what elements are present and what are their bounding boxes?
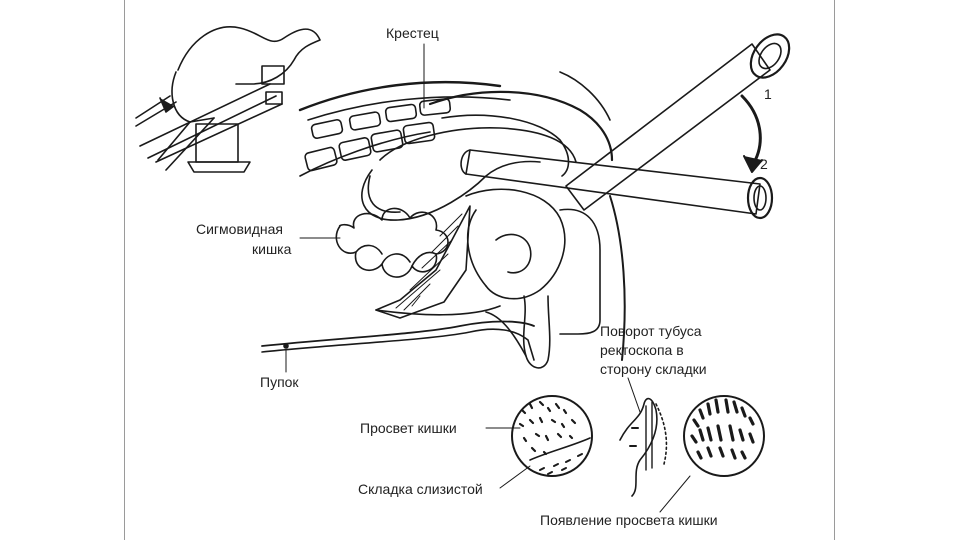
navel-marker [284, 344, 288, 348]
label-rotate-line3: сторону складки [600, 361, 707, 378]
label-rotate-line1: Поворот тубуса [600, 323, 702, 340]
rotation-arrow [742, 96, 762, 172]
spine-vertebrae [300, 82, 510, 176]
abdominal-wall [262, 306, 534, 360]
rectoscope-position-2 [461, 150, 772, 218]
label-navel: Пупок [260, 374, 299, 391]
pelvis-outline [430, 72, 625, 360]
tube-rotation-sideview [620, 399, 666, 496]
endoscopic-view-fold [512, 396, 592, 476]
step-number-2: 2 [760, 156, 768, 172]
label-sigmoid-line1: Сигмовидная [196, 221, 283, 238]
label-lumen: Просвет кишки [360, 420, 457, 437]
label-lumen-appears: Появление просвета кишки [540, 512, 718, 529]
step-number-1: 1 [764, 86, 772, 102]
label-fold: Складка слизистой [358, 481, 483, 498]
sigmoid-colon [336, 208, 448, 277]
patient-position-illustration [136, 27, 320, 172]
leader-lines [286, 44, 690, 512]
label-sacrum: Крестец [386, 25, 439, 42]
hatched-region [376, 206, 470, 318]
label-rotate-line2: ректоскопа в [600, 342, 684, 359]
endoscopic-view-lumen [684, 396, 764, 476]
rectoscope-position-1 [566, 27, 797, 210]
label-sigmoid-line2: кишка [252, 241, 291, 258]
pelvic-organs [466, 189, 600, 368]
